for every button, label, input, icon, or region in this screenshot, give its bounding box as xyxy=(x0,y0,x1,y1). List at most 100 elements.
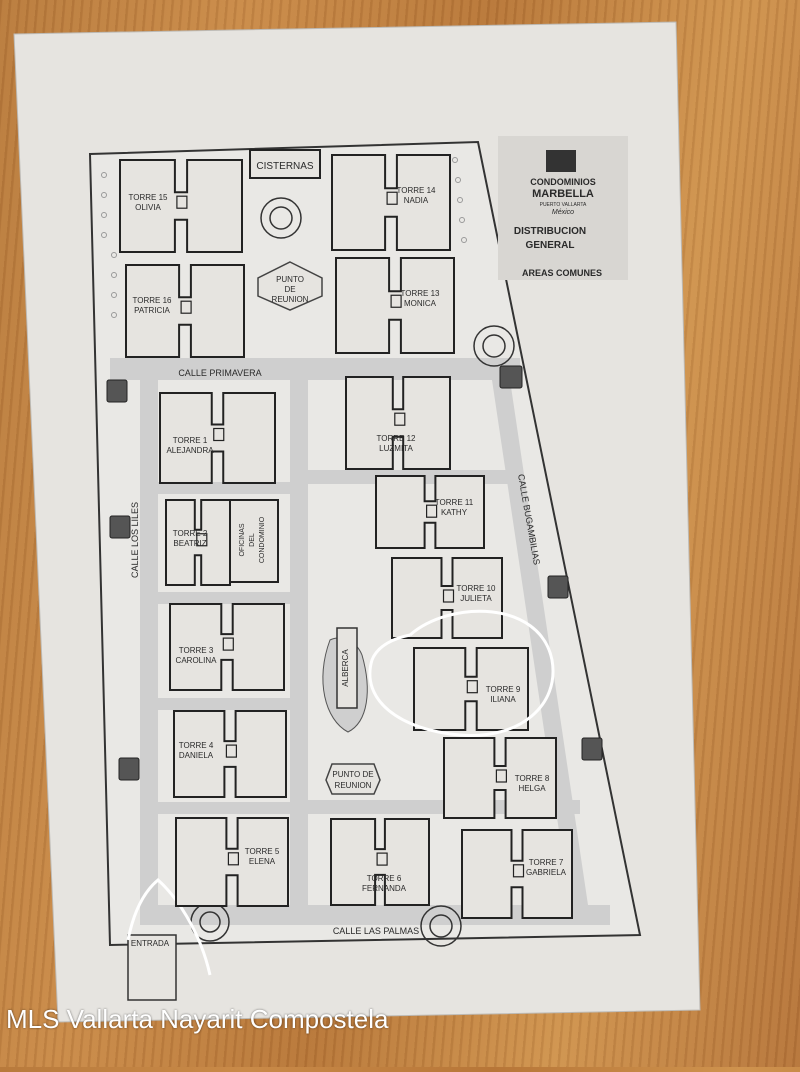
logo-panel: CONDOMINIOS MARBELLA PUERTO VALLARTA Méx… xyxy=(498,136,628,280)
tower-number-label: TORRE 14 xyxy=(397,186,437,195)
areas-comunes-label: AREAS COMUNES xyxy=(522,268,602,278)
meeting-point-top: PUNTO DE REUNION xyxy=(257,261,323,311)
tower-number-label: TORRE 13 xyxy=(401,289,441,298)
tower-number-label: TORRE 11 xyxy=(435,498,474,507)
tower-number-label: TORRE 16 xyxy=(133,296,173,305)
tower-outline xyxy=(335,257,455,354)
tower-outline xyxy=(443,737,557,819)
tower-outline xyxy=(375,475,485,549)
street-lirios-label: CALLE LOS LILES xyxy=(130,502,140,578)
meeting-point-mid-line2: REUNION xyxy=(335,781,372,790)
tower-number-label: TORRE 10 xyxy=(457,584,497,593)
entrance-box xyxy=(127,934,177,1001)
tower-entrance-marker xyxy=(390,294,402,308)
tower-entrance-marker xyxy=(222,637,234,651)
tower-entrance-marker xyxy=(426,504,438,518)
tower-number-label: TORRE 1 xyxy=(173,436,208,445)
tower-number-label: TORRE 15 xyxy=(129,193,169,202)
tower-number-label: TORRE 5 xyxy=(245,847,280,856)
tower-number-label: TORRE 7 xyxy=(529,858,564,867)
tower-outline xyxy=(175,817,289,907)
tower-entrance-marker xyxy=(394,412,406,426)
pool-label: ALBERCA xyxy=(341,649,350,687)
street-primavera-label: CALLE PRIMAVERA xyxy=(178,368,261,378)
logo-line1: CONDOMINIOS xyxy=(530,177,596,187)
tower-entrance-marker xyxy=(386,191,398,205)
tower-number-label: TORRE 3 xyxy=(179,646,214,655)
tower-name-label: ALEJANDRA xyxy=(166,446,214,455)
meeting-point-mid-line1: PUNTO DE xyxy=(332,770,373,779)
tower-entrance-marker xyxy=(495,769,507,783)
tower-outline xyxy=(413,647,529,731)
tower-outline xyxy=(169,603,285,691)
tower-name-label: MONICA xyxy=(404,299,437,308)
tower-name-label: HELGA xyxy=(518,784,546,793)
tower-name-label: CAROLINA xyxy=(176,656,218,665)
tower-entrance-marker xyxy=(376,852,388,866)
tower-number-label: TORRE 2 xyxy=(173,529,208,538)
tower-name-label: GABRIELA xyxy=(526,868,567,877)
tower-entrance-marker xyxy=(213,427,225,442)
entrance-arrow-highlight xyxy=(126,878,212,976)
general-title: GENERAL xyxy=(526,240,575,251)
tower-outline xyxy=(330,818,430,906)
logo-line3: PUERTO VALLARTA xyxy=(540,202,587,208)
tower-entrance-marker xyxy=(512,864,525,878)
tower-name-label: LUZMITA xyxy=(379,444,413,453)
tower-outline xyxy=(119,159,243,253)
tower-name-label: FERNANDA xyxy=(362,884,407,893)
hedge-dots xyxy=(101,157,467,318)
offices-line3: CONDOMINIO xyxy=(259,516,266,563)
tower-number-label: TORRE 8 xyxy=(515,774,550,783)
tower-name-label: NADIA xyxy=(404,196,429,205)
meeting-point-top-line1: PUNTO xyxy=(276,275,304,284)
tower-entrance-marker xyxy=(466,680,478,694)
tower-entrance-marker xyxy=(180,300,192,314)
trash-bin-icons xyxy=(106,365,603,781)
tower-entrance-marker xyxy=(225,744,237,758)
offices-line2: DEL xyxy=(249,533,256,547)
tower-number-label: TORRE 4 xyxy=(179,741,214,750)
cisternas-box xyxy=(249,149,321,179)
tower-outline xyxy=(391,557,503,639)
tower-name-label: JULIETA xyxy=(460,594,492,603)
tower-outline xyxy=(331,154,451,251)
street-palmas-label: CALLE LAS PALMAS xyxy=(333,926,419,936)
tower-entrance-marker xyxy=(227,852,239,866)
watermark: MLS Vallarta Nayarit Compostela xyxy=(6,1004,389,1034)
tower-number-label: TORRE 9 xyxy=(486,685,521,694)
pool-area: ALBERCA xyxy=(322,627,368,733)
tower-number-label: TORRE 6 xyxy=(367,874,402,883)
tower-name-label: KATHY xyxy=(441,508,468,517)
tower-entrance-marker xyxy=(196,533,208,547)
tower-number-label: TORRE 12 xyxy=(377,434,417,443)
tower-entrance-marker xyxy=(442,589,455,603)
meeting-point-middle: PUNTO DE REUNION xyxy=(325,763,381,795)
meeting-point-top-line2: DE xyxy=(284,285,295,294)
tower-name-label: BEATRIZ xyxy=(173,539,206,548)
tower-outline xyxy=(173,710,287,798)
offices-line1: OFICINAS xyxy=(239,523,246,556)
tower-outline xyxy=(125,264,245,358)
tower-outline xyxy=(165,499,231,586)
tower-name-label: ELENA xyxy=(249,857,276,866)
distribucion-title: DISTRIBUCION xyxy=(514,226,586,237)
tower-entrance-marker xyxy=(176,195,188,209)
tower-outline xyxy=(159,392,276,484)
